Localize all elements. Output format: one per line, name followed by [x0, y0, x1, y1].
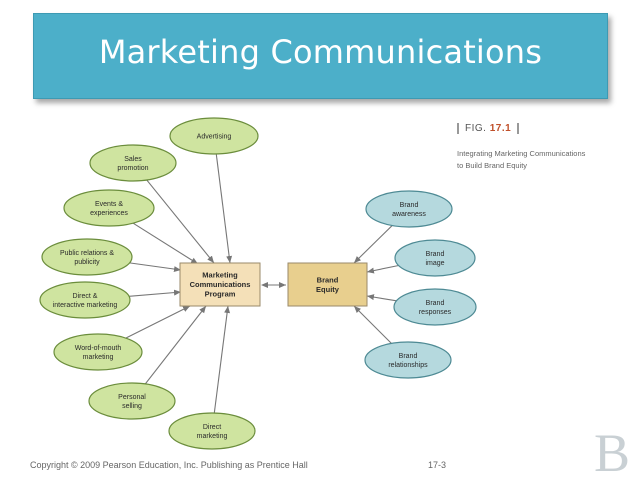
- input-ellipse: [41, 238, 133, 276]
- figure-number: 17.1: [489, 123, 512, 134]
- output-ellipse: [393, 288, 477, 326]
- brand-equity-box: [287, 262, 368, 307]
- output-ellipse: [365, 190, 453, 228]
- input-arrow: [144, 305, 207, 385]
- title-banner: Marketing Communications: [33, 13, 608, 99]
- copyright-footer: Copyright © 2009 Pearson Education, Inc.…: [30, 460, 308, 470]
- input-ellipse: [169, 117, 259, 155]
- output-ellipse: [364, 341, 452, 379]
- page-number: 17-3: [428, 460, 447, 470]
- output-arrow: [353, 225, 393, 264]
- figure-label-prefix: FIG.: [465, 123, 487, 134]
- input-ellipse: [89, 144, 177, 182]
- input-arrow: [129, 262, 182, 273]
- figure-caption-line-1: Integrating Marketing Communications: [457, 149, 586, 158]
- input-arrow: [146, 179, 215, 264]
- input-arrow: [125, 305, 191, 339]
- input-ellipse: [168, 412, 256, 450]
- slide-title: Marketing Communications: [98, 33, 543, 71]
- input-label: Direct &interactive marketing: [53, 293, 118, 309]
- input-arrow: [213, 305, 231, 414]
- output-arrow: [366, 264, 399, 274]
- figure-caption: Integrating Marketing Communications to …: [457, 148, 617, 172]
- input-label: Events &experiences: [90, 201, 128, 217]
- input-label: Public relations &publicity: [60, 250, 114, 266]
- figure-caption-line-2: to Build Brand Equity: [457, 161, 528, 170]
- watermark-logo: B: [593, 423, 630, 483]
- input-arrow: [132, 222, 199, 265]
- input-arrow: [215, 153, 233, 264]
- output-arrow: [353, 305, 392, 344]
- input-ellipse: [53, 333, 143, 371]
- figure-caption-block: FIG. 17.1 Integrating Marketing Communic…: [457, 118, 617, 172]
- input-arrow: [129, 289, 182, 297]
- input-ellipse: [63, 189, 155, 227]
- input-label: Advertising: [197, 133, 232, 140]
- input-ellipse: [39, 281, 131, 319]
- program-box: [179, 262, 261, 307]
- figure-label: FIG. 17.1: [457, 123, 520, 134]
- output-arrow: [366, 294, 397, 302]
- input-ellipse: [88, 382, 176, 420]
- output-ellipse: [394, 239, 476, 277]
